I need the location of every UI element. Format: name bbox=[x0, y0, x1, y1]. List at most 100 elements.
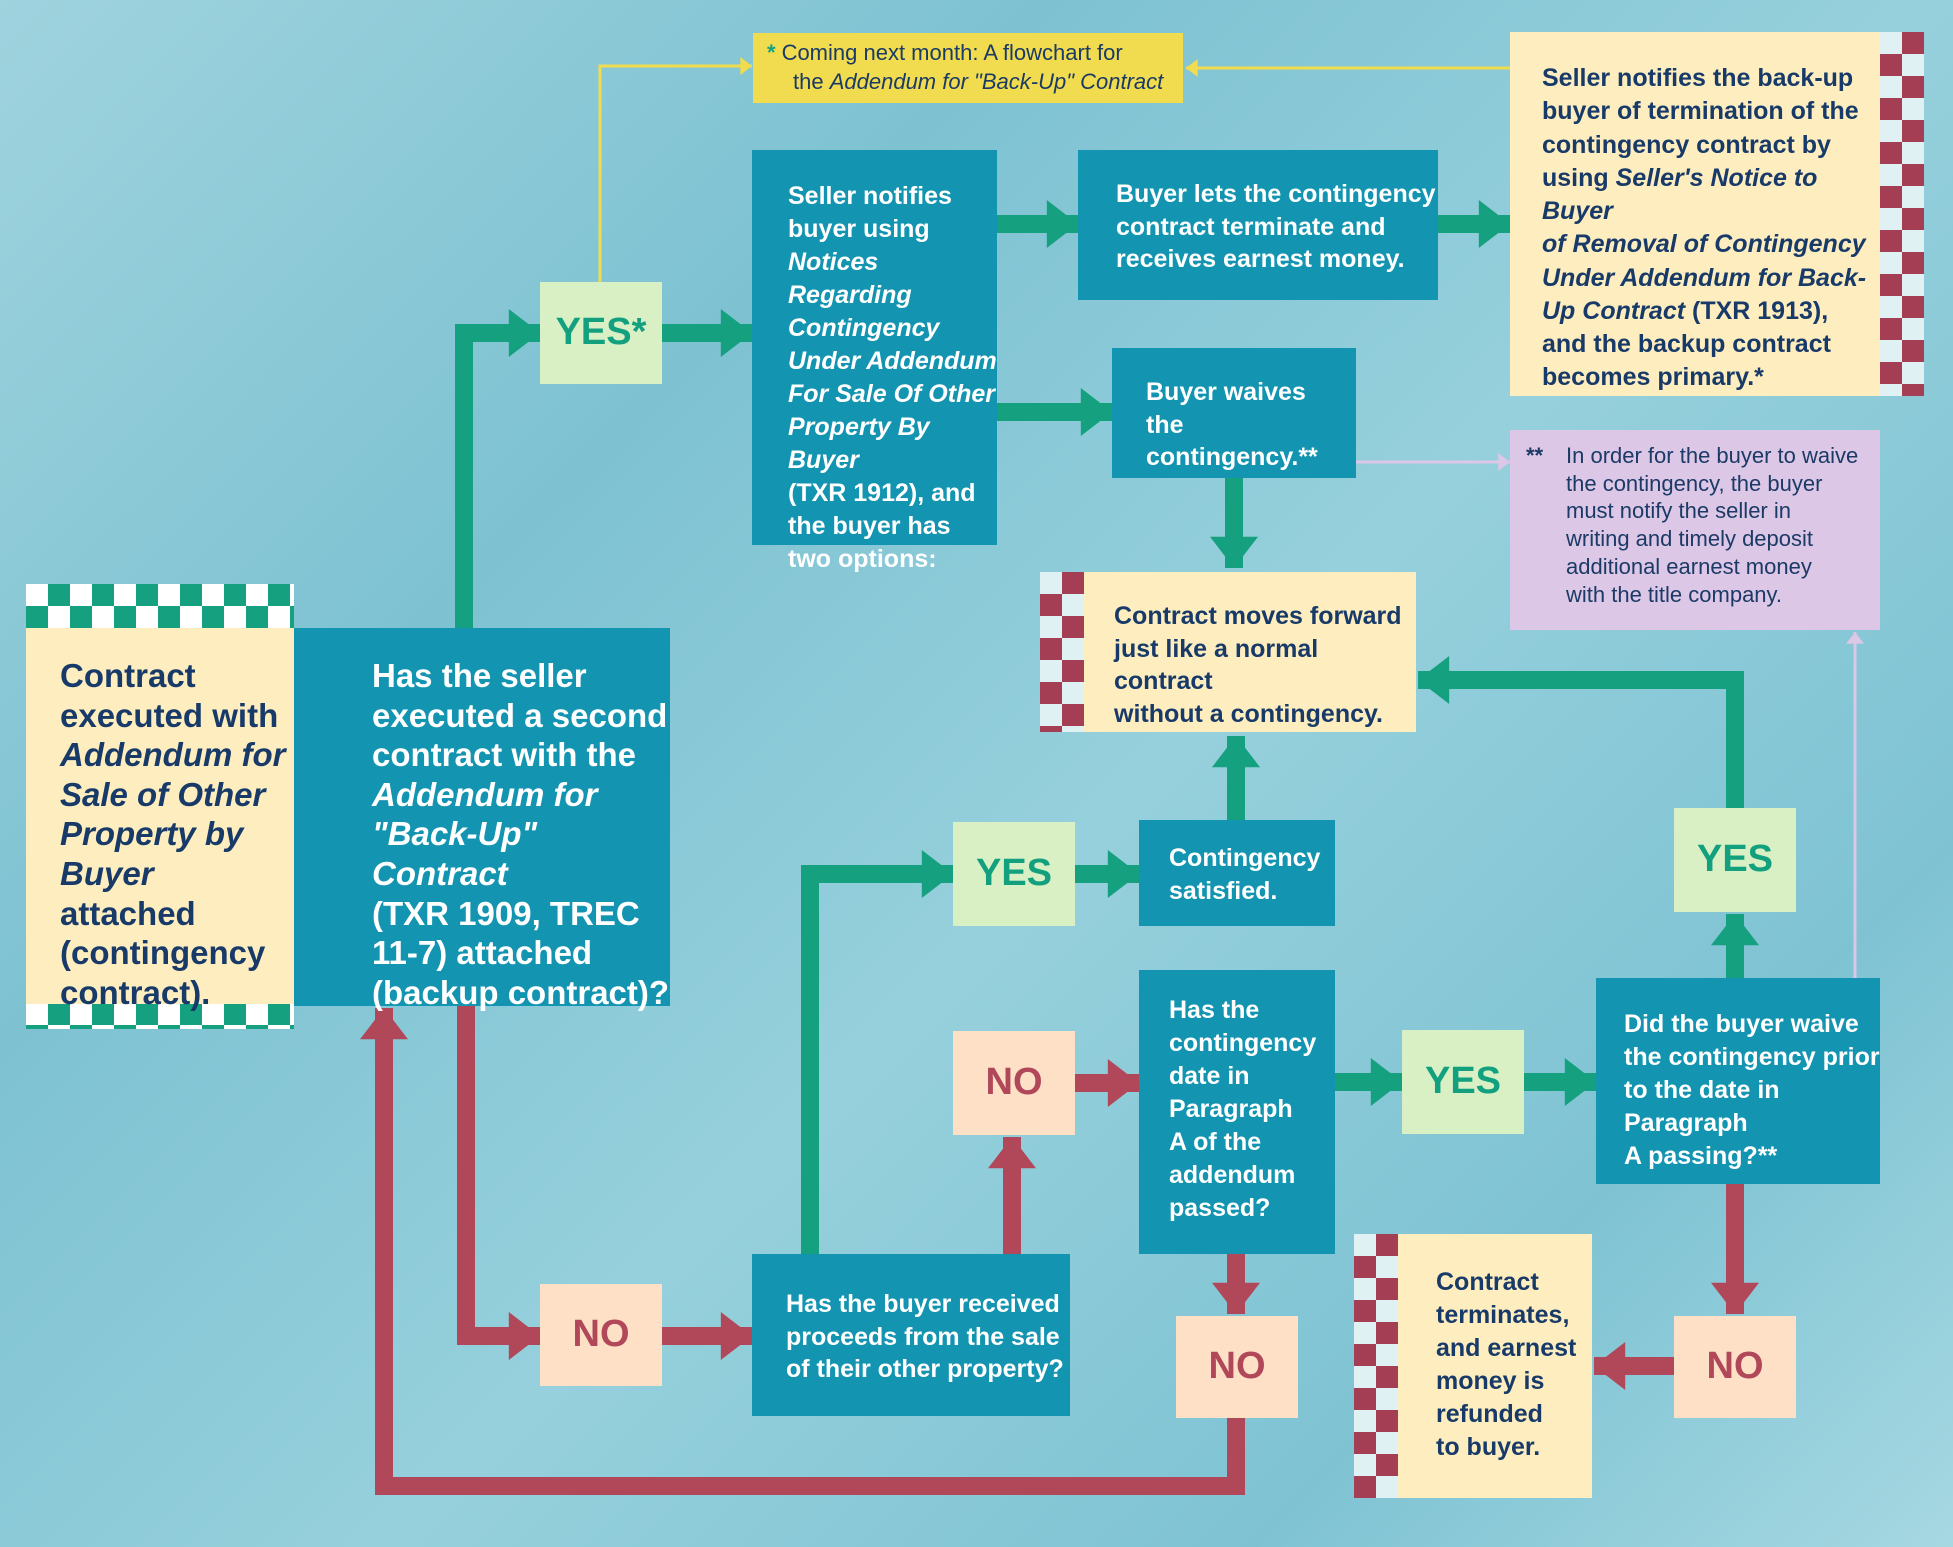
green-arrow-to-yes-waived-head bbox=[1711, 914, 1759, 946]
box-line-italic: Seller's Notice to Buyer bbox=[1542, 163, 1818, 225]
yellow-line-left-head bbox=[740, 57, 752, 75]
box-line: contingency contract by bbox=[1542, 130, 1831, 159]
box-line: refunded bbox=[1436, 1400, 1543, 1428]
question-line: Has the bbox=[1169, 996, 1260, 1024]
question-line: of their other property? bbox=[786, 1355, 1064, 1383]
box-line: Contingency bbox=[1169, 844, 1321, 872]
start-line: Property by bbox=[60, 815, 244, 853]
green-arrow-to-backup-primary-head bbox=[1478, 200, 1510, 248]
start-line: Sale of Other bbox=[60, 775, 266, 813]
notify-line: For Sale Of Other bbox=[788, 380, 995, 408]
green-arrow-yes-backup-head bbox=[508, 309, 540, 357]
start-line: executed with bbox=[60, 696, 279, 734]
red-arrow-to-date-question-head bbox=[1107, 1059, 1139, 1107]
question-line: executed a second bbox=[372, 696, 668, 734]
label-yes-backup: YES* bbox=[540, 282, 662, 384]
green-arrow-to-yes-date-head bbox=[1370, 1058, 1402, 1106]
box-line: receives earnest money. bbox=[1116, 245, 1405, 273]
label-no-proceeds: NO bbox=[953, 1031, 1075, 1135]
question-line: the contingency prior bbox=[1624, 1043, 1880, 1071]
green-arrow-satisfied-to-forward-head bbox=[1212, 736, 1260, 768]
question-proceeds-received: Has the buyer received proceeds from the… bbox=[752, 1254, 1070, 1416]
checker-strip-terminate bbox=[1354, 1234, 1398, 1498]
red-arrow-no-backup-head bbox=[508, 1312, 540, 1360]
purple-line-waive-head bbox=[1498, 453, 1510, 471]
box-line: to buyer. bbox=[1436, 1433, 1541, 1461]
green-arrow-yes-backup bbox=[455, 324, 540, 628]
question-second-contract: Has the seller executed a second contrac… bbox=[294, 628, 670, 1011]
waive-note-line: writing and timely deposit bbox=[1566, 526, 1814, 552]
green-arrow-to-buyer-waives-head bbox=[1080, 388, 1112, 436]
label-yes-proceeds: YES bbox=[953, 822, 1075, 926]
label-no-date-passed: NO bbox=[1176, 1316, 1298, 1418]
checker-strip-bottom bbox=[26, 1003, 294, 1029]
note-asterisk: * bbox=[767, 40, 776, 65]
waive-note-line: additional earnest money bbox=[1566, 553, 1812, 579]
notify-line: two options: bbox=[788, 545, 937, 573]
question-line: A of the bbox=[1169, 1128, 1262, 1156]
notify-line: Seller notifies bbox=[788, 182, 952, 210]
green-arrow-to-satisfied-head bbox=[1107, 850, 1139, 898]
question-line: date in bbox=[1169, 1062, 1250, 1090]
start-line: Addendum for bbox=[60, 736, 286, 774]
green-arrow-to-seller-notifies-head bbox=[720, 309, 752, 357]
waive-note-line: must notify the seller in bbox=[1566, 498, 1791, 524]
note-waive-requirements: ** In order for the buyer to waive the c… bbox=[1510, 430, 1880, 630]
question-line: contingency bbox=[1169, 1029, 1317, 1057]
question-line: 11-7) attached bbox=[372, 934, 593, 972]
note-line-b: the bbox=[793, 68, 824, 94]
notify-line: Notices Regarding bbox=[788, 248, 912, 309]
notify-line: (TXR 1912), and bbox=[788, 479, 976, 507]
checker-strip-forward bbox=[1040, 572, 1084, 732]
box-line: contract terminate and bbox=[1116, 212, 1386, 241]
question-line: (TXR 1909, TREC bbox=[372, 894, 640, 932]
red-arrow-loop-back bbox=[375, 1008, 1245, 1495]
note-line-a: Coming next month: A flowchart for bbox=[781, 40, 1123, 65]
note-coming-next-month: *Coming next month: A flowchart for the … bbox=[753, 33, 1183, 103]
box-line: (TXR 1913), bbox=[1685, 296, 1829, 325]
red-arrow-to-terminates-head bbox=[1594, 1342, 1626, 1390]
red-arrow-to-proceeds-head bbox=[720, 1312, 752, 1360]
question-line: contract with the bbox=[372, 736, 637, 774]
question-line: Has the buyer received bbox=[786, 1290, 1060, 1318]
box-line: Contract moves forward bbox=[1114, 602, 1402, 630]
green-arrow-to-waive-question-head bbox=[1564, 1058, 1596, 1106]
start-line: (contingency bbox=[60, 934, 266, 972]
waive-note-line: with the title company. bbox=[1566, 581, 1783, 607]
label-yes-waived: YES bbox=[1674, 808, 1796, 912]
box-line: of Removal of Contingency bbox=[1542, 230, 1866, 259]
contract-terminates-box: Contract terminates, and earnest money i… bbox=[1398, 1234, 1592, 1498]
question-date-passed: Has the contingency date in Paragraph A … bbox=[1139, 970, 1335, 1254]
box-line: satisfied. bbox=[1169, 876, 1278, 905]
question-line: to the date in Paragraph bbox=[1624, 1076, 1780, 1137]
contingency-satisfied-box: Contingency satisfied. bbox=[1139, 820, 1335, 926]
green-arrow-waives-to-forward-head bbox=[1210, 536, 1258, 568]
waive-note-line: In order for the buyer to waive bbox=[1566, 443, 1859, 468]
buyer-lets-terminate-box: Buyer lets the contingency contract term… bbox=[1078, 150, 1438, 300]
yellow-line-right-head bbox=[1186, 59, 1198, 77]
contract-moves-forward-box: Contract moves forward just like a norma… bbox=[1084, 572, 1416, 732]
label-no-backup: NO bbox=[540, 1284, 662, 1386]
box-line: and the backup contract bbox=[1542, 330, 1831, 358]
box-line-italic: Up Contract bbox=[1542, 296, 1686, 325]
green-arrow-to-buyer-lets-head bbox=[1046, 200, 1078, 248]
label-yes-date-passed: YES bbox=[1402, 1030, 1524, 1134]
question-line: addendum bbox=[1169, 1161, 1296, 1189]
notify-line: buyer using bbox=[788, 215, 930, 243]
question-line: Did the buyer waive bbox=[1624, 1010, 1859, 1038]
label-no-waived: NO bbox=[1674, 1316, 1796, 1418]
start-line: contract). bbox=[60, 973, 211, 1011]
box-line: without a contingency. bbox=[1114, 699, 1383, 728]
yellow-line-left bbox=[598, 64, 752, 282]
box-line: Contract bbox=[1436, 1268, 1539, 1296]
waive-note-line: the contingency, the buyer bbox=[1566, 470, 1823, 496]
box-line: becomes primary.* bbox=[1542, 363, 1764, 392]
box-line: and earnest bbox=[1436, 1334, 1577, 1362]
question-line: Paragraph bbox=[1169, 1095, 1293, 1123]
purple-line-question-head bbox=[1846, 632, 1864, 644]
question-line: proceeds from the sale bbox=[786, 1322, 1060, 1351]
box-line: Under Addendum for Back- bbox=[1542, 263, 1867, 292]
question-buyer-waive: Did the buyer waive the contingency prio… bbox=[1596, 978, 1880, 1184]
notify-line: Under Addendum bbox=[788, 347, 997, 375]
red-arrow-to-no-date-head bbox=[1212, 1282, 1260, 1314]
